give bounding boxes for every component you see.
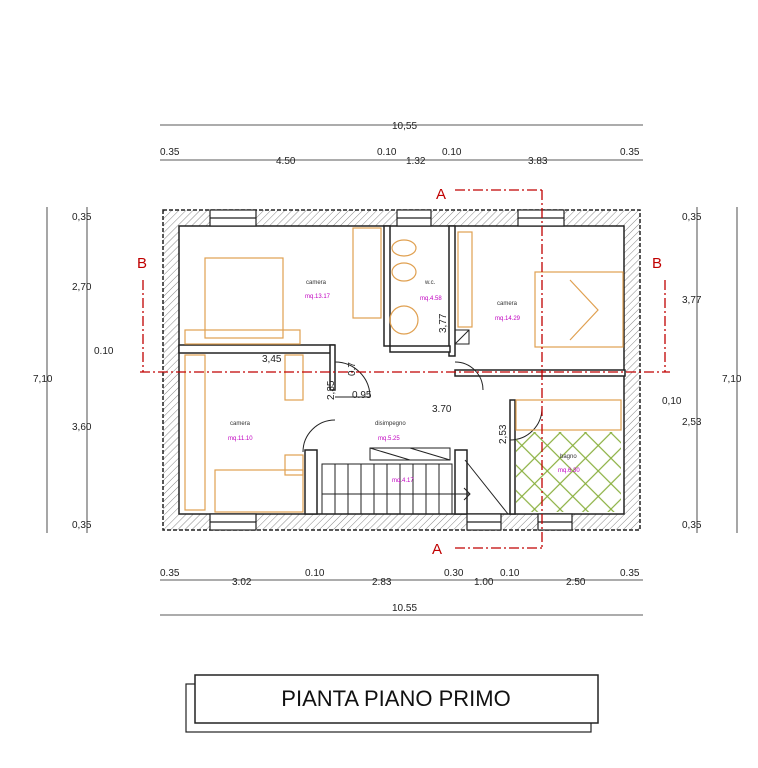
title-block: PIANTA PIANO PRIMO <box>185 674 599 733</box>
dim-top: 1.32 <box>406 156 426 167</box>
room-name: disimpegno <box>375 421 406 427</box>
room-area: mq.4.17 <box>392 478 414 484</box>
dim-bottom: 0.10 <box>500 568 520 579</box>
plan-title: PIANTA PIANO PRIMO <box>281 686 510 711</box>
dim-left: 2,70 <box>72 282 92 293</box>
dim-right: 0,35 <box>682 212 702 223</box>
dim-top: 0.10 <box>377 147 397 158</box>
dim-top-total: 10,55 <box>392 121 417 132</box>
dim-right: 0,35 <box>682 520 702 531</box>
dim-left: 0,35 <box>72 212 92 223</box>
dim-right-total: 7,10 <box>722 374 742 385</box>
dim-label: 0,7 <box>347 362 358 376</box>
dim-bottom: 0.35 <box>160 568 180 579</box>
room-name: camera <box>497 301 518 307</box>
room-name: bagno <box>560 454 577 460</box>
dim-top: 0.10 <box>442 147 462 158</box>
interior-walls <box>178 225 626 515</box>
dim-bottom: 0.10 <box>305 568 325 579</box>
room-area: mq.4.58 <box>420 296 442 302</box>
dim-top: 4.50 <box>276 156 296 167</box>
section-lines <box>140 189 670 550</box>
dimension-lines <box>46 124 738 616</box>
section-marker-a-bottom: A <box>432 541 442 558</box>
section-marker-a-top: A <box>436 186 446 203</box>
dim-label: 2,53 <box>498 424 509 444</box>
dim-label: 0.95 <box>352 390 372 401</box>
dim-bottom: 0.30 <box>444 568 464 579</box>
dim-left: 0,35 <box>72 520 92 531</box>
dim-top: 0.35 <box>160 147 180 158</box>
section-marker-b-right: B <box>652 255 662 272</box>
dim-left: 0.10 <box>94 346 114 357</box>
dim-top: 0.35 <box>620 147 640 158</box>
section-marker-b-left: B <box>137 255 147 272</box>
dim-label: 2,35 <box>326 380 337 400</box>
dim-label: 3,45 <box>262 354 282 365</box>
room-area: mq.13.17 <box>305 294 331 300</box>
dim-bottom: 2.83 <box>372 577 392 588</box>
staircase <box>321 447 509 515</box>
windows <box>209 209 573 531</box>
dim-bottom: 0.35 <box>620 568 640 579</box>
dim-bottom-total: 10.55 <box>392 603 417 614</box>
room-name: camera <box>230 421 251 427</box>
room-name: camera <box>306 280 327 286</box>
room-area: mq.5.25 <box>378 436 400 442</box>
room-area: mq.6.30 <box>558 468 580 474</box>
dim-top: 3.83 <box>528 156 548 167</box>
dim-label: 3.70 <box>432 404 452 415</box>
room-area: mq.11.10 <box>228 436 253 442</box>
dim-right: 2,53 <box>682 417 702 428</box>
dim-left-total: 7,10 <box>33 374 53 385</box>
room-labels: camera mq.13.17 w.c. mq.4.58 camera mq.1… <box>228 280 580 484</box>
interior-dimensions: 3,45 2,35 0.95 3.70 3,77 2,53 0,7 <box>262 313 509 444</box>
dim-bottom: 3.02 <box>232 577 252 588</box>
room-name: w.c. <box>424 280 436 286</box>
dim-bottom: 1.00 <box>474 577 494 588</box>
dim-right: 3,77 <box>682 295 702 306</box>
furniture <box>184 227 624 513</box>
dimension-labels: 10,55 0.35 4.50 0.10 1.32 0.10 3.83 0.35… <box>33 121 742 614</box>
dim-bottom: 2.50 <box>566 577 586 588</box>
dim-label: 3,77 <box>438 313 449 333</box>
room-area: mq.14.29 <box>495 316 521 322</box>
dim-left: 3,60 <box>72 422 92 433</box>
dim-right: 0,10 <box>662 396 682 407</box>
bathroom-tiles <box>516 432 621 512</box>
